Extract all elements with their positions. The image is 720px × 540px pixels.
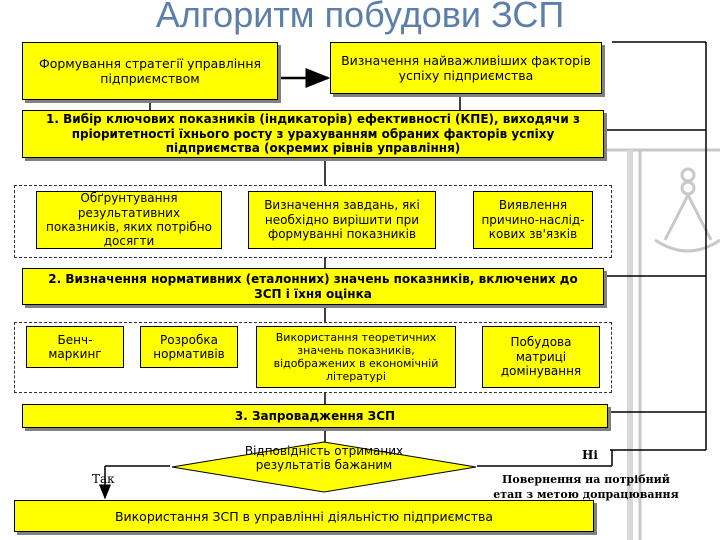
decision-diamond: [171, 441, 477, 493]
step1-box: 1. Вибір ключових показників (індикаторі…: [22, 110, 604, 158]
return-text: Повернення на потрібний етап з метою доп…: [493, 473, 679, 502]
substep-theoretical-values: Використання теоретичних значень показни…: [256, 326, 456, 388]
substep-tasks-definition: Визначення завдань, які необхідно виріши…: [248, 191, 436, 249]
page-title: Алгоритм побудови ЗСП: [155, 0, 565, 35]
substep-causal-links: Виявлення причино-наслід-кових зв'язків: [473, 191, 593, 249]
substep-norms-development: Розробка нормативів: [140, 326, 238, 368]
decision-text: Відповідність отриманих результатів бажа…: [244, 444, 404, 473]
no-label: Ні: [582, 448, 598, 462]
strategy-formation-box: Формування стратегії управління підприєм…: [22, 42, 278, 100]
yes-label: Так: [92, 472, 115, 486]
step3-box: 3. Запровадження ЗСП: [22, 404, 608, 428]
substep-result-indicators: Обґрунтування результативних показників,…: [36, 191, 222, 249]
step2-box: 2. Визначення нормативних (еталонних) зн…: [22, 268, 604, 305]
substep-benchmarking: Бенч-маркинг: [26, 326, 124, 368]
success-factors-box: Визначення найважливіших факторів успіху…: [330, 42, 602, 94]
final-usage-box: Використання ЗСП в управлінні діяльністю…: [14, 500, 594, 532]
substep-dominance-matrix: Побудова матриці домінування: [482, 326, 600, 388]
